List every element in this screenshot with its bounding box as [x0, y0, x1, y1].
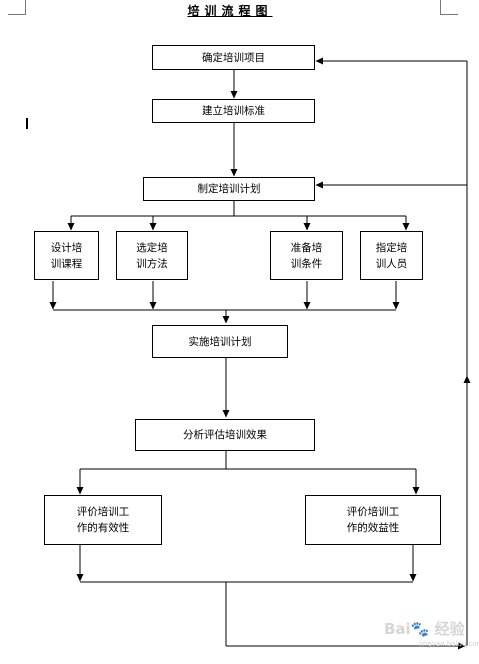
- sub-prepare-conditions: 准备培 训条件: [270, 231, 343, 280]
- eval-validity: 评价培训工 作的有效性: [44, 495, 162, 545]
- watermark-url: jingyan.baidu.com: [419, 640, 479, 648]
- step-build-standard-label: 建立培训标准: [202, 105, 265, 117]
- step-make-plan-label: 制定培训计划: [197, 183, 261, 195]
- sub-choose-method-label: 选定培 训方法: [136, 241, 168, 270]
- sub-design-course-label: 设计培 训课程: [50, 241, 83, 270]
- step-implement-plan-label: 实施培训计划: [188, 335, 252, 348]
- sub-choose-method: 选定培 训方法: [116, 231, 188, 280]
- step-make-plan: 制定培训计划: [143, 177, 315, 201]
- sub-assign-staff-label: 指定培 训人员: [375, 241, 408, 270]
- step-build-standard: 建立培训标准: [152, 99, 315, 123]
- crop-mark: [25, 0, 26, 15]
- crop-mark: [440, 14, 458, 15]
- step-implement-plan: 实施培训计划: [152, 325, 288, 358]
- crop-mark: [8, 14, 26, 15]
- step-analyze-effect: 分析评估培训效果: [135, 419, 315, 451]
- crop-mark: [440, 0, 441, 15]
- sub-prepare-conditions-label: 准备培 训条件: [290, 241, 323, 270]
- sub-assign-staff: 指定培 训人员: [360, 231, 423, 280]
- step-analyze-effect-label: 分析评估培训效果: [183, 429, 267, 441]
- text-cursor: [26, 118, 28, 129]
- document-title: 培训流程图: [187, 4, 273, 18]
- watermark-logo: Bai🐾 经验: [384, 620, 465, 638]
- step-define-project-label: 确定培训项目: [202, 51, 265, 64]
- eval-validity-label: 评价培训工 作的有效性: [76, 506, 130, 534]
- eval-benefit: 评价培训工 作的效益性: [305, 495, 441, 545]
- step-define-project: 确定培训项目: [152, 45, 315, 70]
- eval-benefit-label: 评价培训工 作的效益性: [346, 506, 400, 534]
- sub-design-course: 设计培 训课程: [34, 231, 99, 280]
